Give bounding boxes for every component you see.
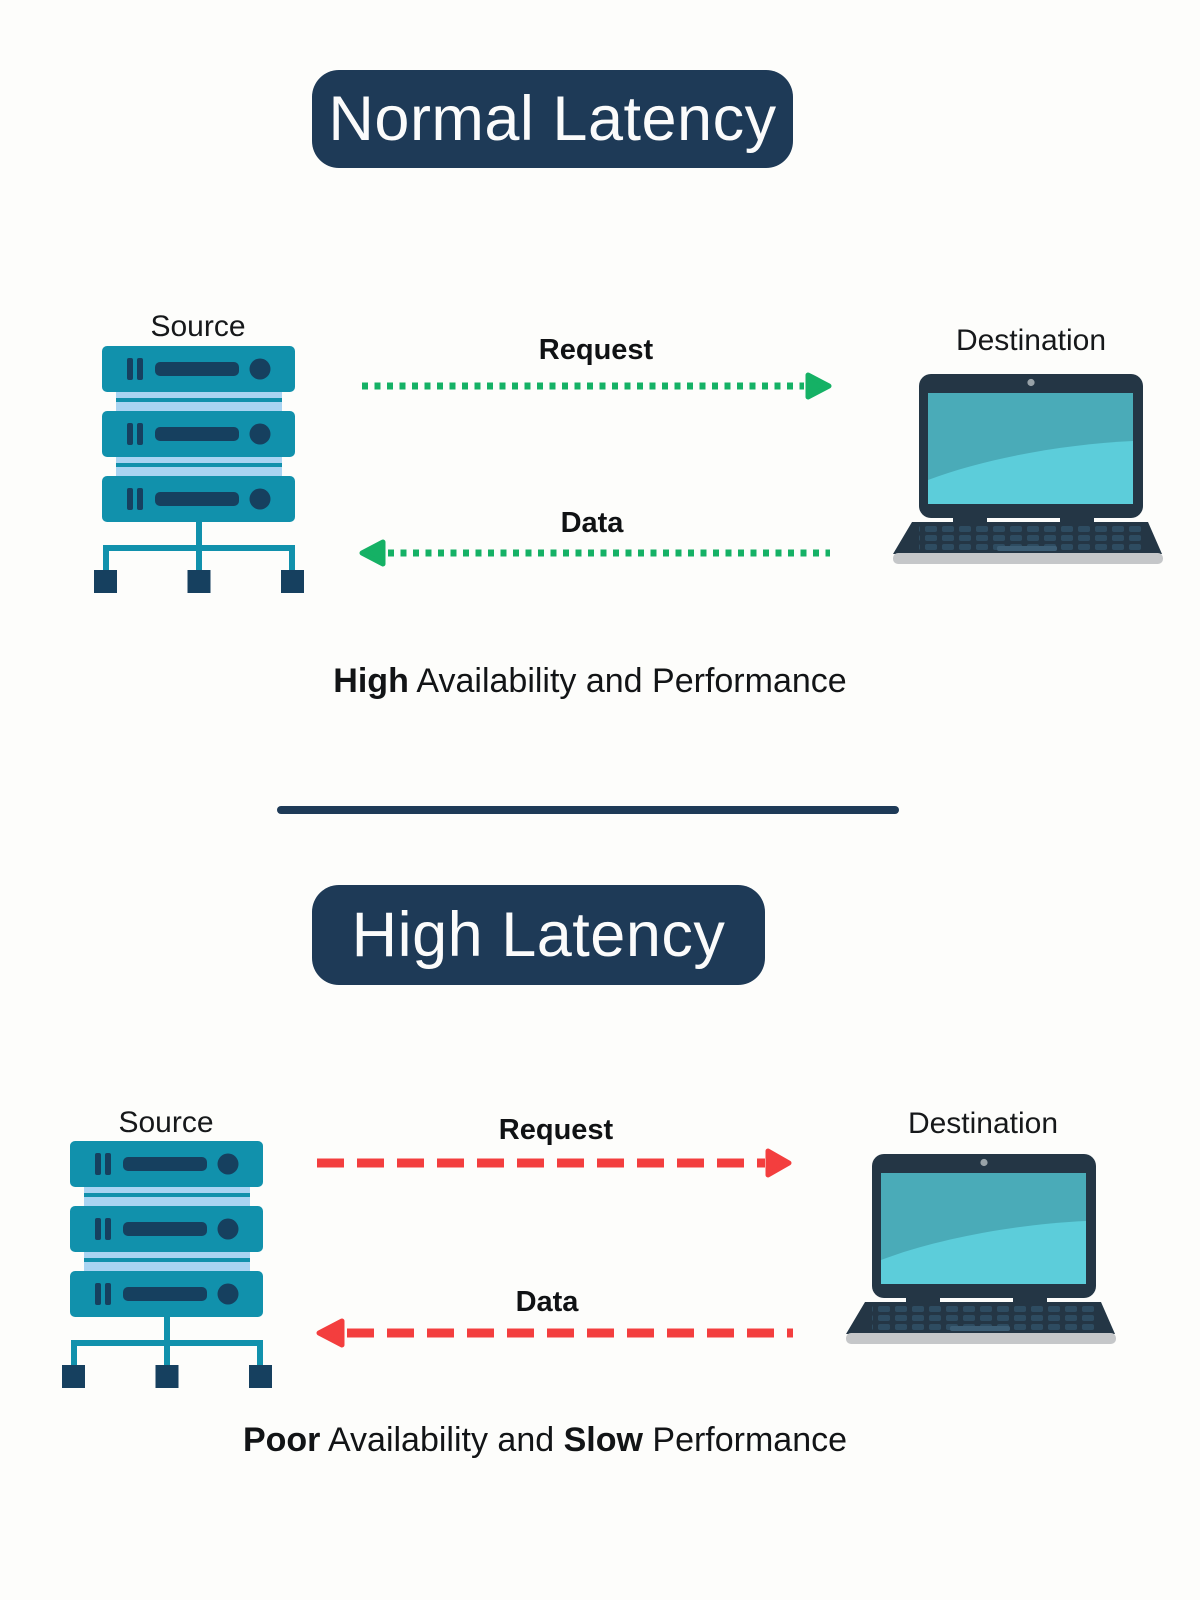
title-badge: High Latency — [312, 885, 765, 985]
spacebar — [950, 1326, 1010, 1331]
laptop-keyboard — [893, 522, 1162, 554]
request-arrow — [362, 372, 832, 400]
data-label: Data — [560, 507, 624, 539]
caption: High Availability and Performance — [240, 662, 940, 701]
caption-text: Performance — [642, 1421, 848, 1459]
caption-text: Availability and Performance — [408, 662, 847, 700]
section-high-latency: High Latency Source Request — [0, 810, 1200, 1600]
network-tree — [62, 1317, 272, 1388]
laptop-icon — [893, 374, 1163, 564]
laptop-base — [846, 1333, 1116, 1344]
network-node — [187, 570, 211, 593]
request-label: Request — [538, 334, 654, 366]
webcam-icon — [980, 1158, 988, 1167]
section-divider — [277, 806, 899, 814]
network-node — [94, 570, 117, 593]
laptop-keyboard — [846, 1302, 1115, 1334]
destination-label: Destination — [907, 1107, 1059, 1140]
section-normal-latency: Normal Latency Source — [94, 70, 1163, 814]
source-label: Source — [118, 1106, 214, 1139]
spacebar — [997, 546, 1057, 551]
data-arrow — [359, 539, 830, 567]
laptop-base — [893, 553, 1163, 564]
title-badge: Normal Latency — [312, 70, 793, 168]
caption-bold: Poor — [242, 1421, 321, 1459]
data-label: Data — [515, 1286, 579, 1318]
network-node — [249, 1365, 272, 1388]
caption-text: Availability and — [320, 1421, 564, 1459]
request-label: Request — [498, 1114, 614, 1146]
server-rack-icon — [62, 1141, 272, 1388]
webcam-icon — [1027, 378, 1035, 387]
destination-label: Destination — [955, 324, 1107, 357]
server-rack-icon — [94, 346, 304, 593]
caption: Poor Availability and Slow Performance — [195, 1421, 895, 1460]
laptop-screen — [881, 1173, 1086, 1284]
network-tree — [94, 522, 304, 593]
caption-bold: High — [333, 662, 409, 700]
section-title: High Latency — [351, 900, 726, 970]
caption-bold: Slow — [563, 1421, 643, 1459]
network-node — [281, 570, 304, 593]
laptop-screen — [928, 393, 1133, 504]
network-node — [155, 1365, 179, 1388]
data-arrow — [316, 1318, 793, 1348]
request-arrow — [317, 1148, 792, 1178]
network-node — [62, 1365, 85, 1388]
source-label: Source — [150, 310, 246, 343]
laptop-icon — [846, 1154, 1116, 1344]
section-title: Normal Latency — [328, 84, 777, 154]
